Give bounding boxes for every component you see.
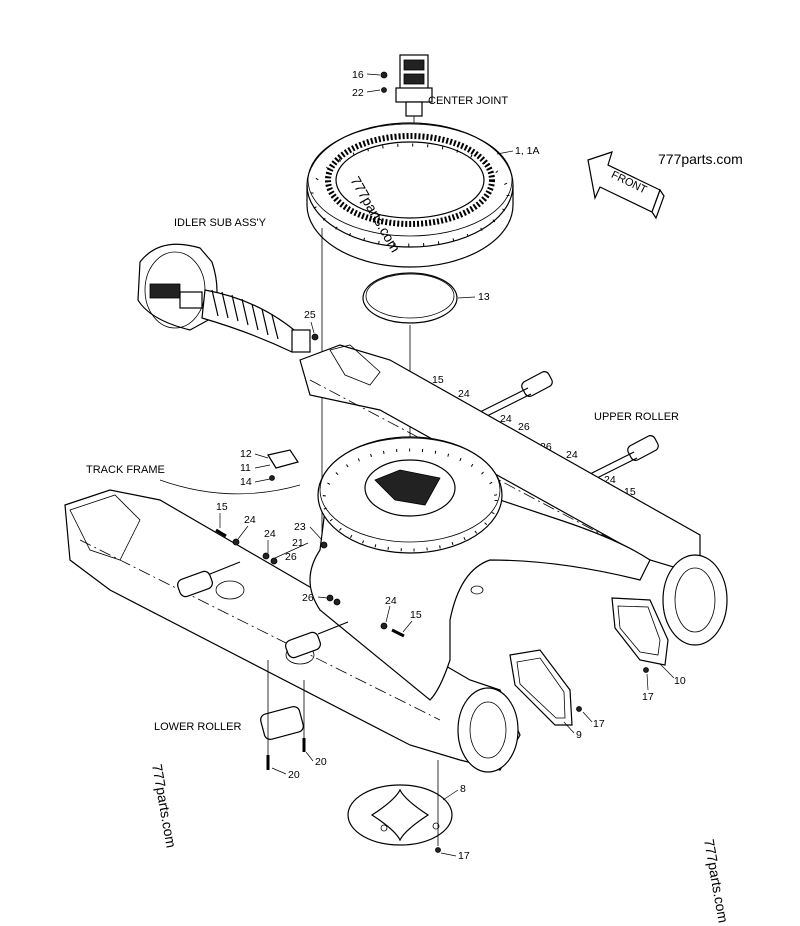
lower-roller-2[interactable]: [284, 621, 349, 659]
bolt-17-c: [435, 847, 441, 853]
callout-23: 23: [294, 521, 306, 533]
label-idler: IDLER SUB ASS'Y: [174, 217, 267, 229]
callout-24c: 24: [566, 449, 578, 461]
callout-24g: 24: [385, 595, 397, 607]
bolt-25: [311, 333, 319, 341]
bolt-17-a: [643, 667, 649, 673]
callout-24b: 24: [500, 413, 512, 425]
callout-26b: 26: [540, 441, 552, 453]
callout-26d: 26: [302, 592, 314, 604]
center-joint-part[interactable]: [395, 54, 433, 140]
callout-15c: 15: [216, 501, 228, 513]
callout-24f: 24: [264, 528, 276, 540]
bolt-16: [380, 71, 388, 79]
label-upper-roller: UPPER ROLLER: [594, 411, 679, 423]
callout-8: 8: [460, 783, 466, 795]
callout-15a: 15: [432, 374, 444, 386]
callout-14: 14: [240, 476, 252, 488]
lower-roller-3[interactable]: [259, 660, 306, 770]
callout-24d: 24: [604, 474, 616, 486]
watermark-bottom-left: 777parts.com: [149, 763, 179, 849]
track-frame-part[interactable]: [64, 344, 728, 773]
callout-1-1a: 1, 1A: [515, 145, 540, 157]
lower-roller-1[interactable]: [176, 561, 241, 598]
flange-10[interactable]: [611, 597, 669, 666]
callout-17c: 17: [458, 850, 470, 862]
callout-26a: 26: [518, 421, 530, 433]
bolt-17-b: [576, 706, 582, 712]
callout-22: 22: [352, 87, 364, 99]
seal-ring-13[interactable]: [362, 272, 458, 324]
flange-9[interactable]: [509, 649, 573, 726]
callout-24e: 24: [244, 514, 256, 526]
callout-20b: 20: [315, 756, 327, 768]
washer-22: [381, 87, 387, 93]
lower-hardware: [215, 528, 405, 638]
swing-bearing-part[interactable]: [306, 122, 514, 268]
callout-24a: 24: [458, 388, 470, 400]
callout-25: 25: [304, 309, 316, 321]
watermark-bottom-right: 777parts.com: [701, 838, 731, 924]
callout-12: 12: [240, 448, 252, 460]
callout-9: 9: [576, 729, 582, 741]
callout-15d: 15: [410, 609, 422, 621]
label-lower-roller: LOWER ROLLER: [154, 721, 241, 733]
label-track-frame: TRACK FRAME: [86, 464, 165, 476]
callout-15b: 15: [624, 486, 636, 498]
idler-assembly[interactable]: [137, 243, 311, 353]
label-center-joint: CENTER JOINT: [428, 95, 508, 107]
callout-21: 21: [292, 537, 304, 549]
watermark-top-right: 777parts.com: [658, 151, 743, 167]
callout-13: 13: [478, 291, 490, 303]
callout-20a: 20: [288, 769, 300, 781]
callout-10: 10: [674, 675, 686, 687]
callout-11: 11: [240, 462, 251, 474]
front-arrow: FRONT: [587, 151, 665, 220]
callout-26c: 26: [285, 551, 297, 563]
cover-8[interactable]: [347, 784, 453, 846]
callout-16: 16: [352, 69, 364, 81]
callout-17b: 17: [593, 718, 605, 730]
callout-17a: 17: [642, 691, 654, 703]
plate-11-12[interactable]: [267, 449, 299, 481]
